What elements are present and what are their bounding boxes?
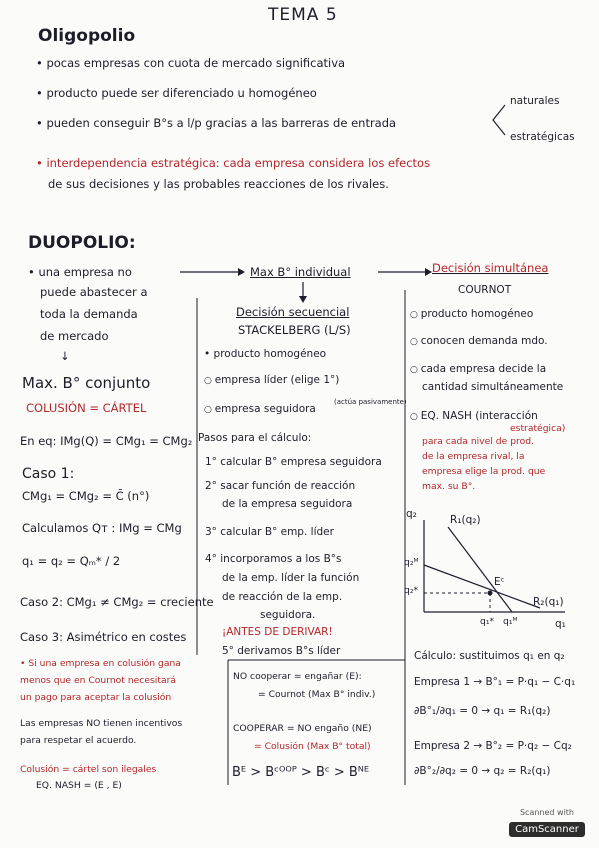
down-arrow: ↓ — [60, 349, 70, 363]
stackelberg-label: STACKELBERG (L/S) — [238, 323, 351, 337]
cournot-item-3-cont: cantidad simultáneamente — [422, 381, 564, 393]
max-individual: Max B° individual — [250, 265, 351, 279]
graph-y-label: q₂ — [406, 508, 417, 520]
cournot-item-4: EQ. NASH (interacción — [410, 410, 538, 422]
derivada1-line: ∂B°₁/∂q₁ = 0 → q₁ = R₁(q₂) — [414, 705, 551, 717]
stack-item-2: empresa líder (elige 1°) — [204, 374, 340, 386]
caso1-label: Caso 1: — [22, 466, 75, 482]
cournot-item-5: para cada nivel de prod. — [422, 436, 534, 447]
duopolio-intro-1: una empresa no — [28, 265, 131, 279]
empresa2-line: Empresa 2 → B°₂ = P·q₂ − Cq₂ — [414, 740, 572, 752]
q-equation: q₁ = q₂ = Qₘ* / 2 — [22, 554, 121, 568]
paso-4-cont-3: seguidora. — [260, 609, 316, 621]
no-cooperar-2: = Cournot (Max B° indiv.) — [258, 689, 376, 700]
cournot-item-1: producto homogéneo — [410, 308, 534, 320]
graph-q1star-label: q₁* — [480, 616, 495, 627]
graph-equilibrium-label: Eᶜ — [494, 576, 505, 588]
cournot-item-8: max. su B°. — [422, 481, 476, 492]
caso2-line: Caso 2: CMg₁ ≠ CMg₂ = creciente — [20, 595, 214, 609]
graph-q1m-label: q₁ᴹ — [503, 616, 518, 627]
cournot-item-2: conocen demanda mdo. — [410, 335, 548, 347]
paso-2: 2° sacar función de reacción — [205, 480, 356, 492]
derivada2-line: ∂B°₂/∂q₂ = 0 → q₂ = R₂(q₁) — [414, 765, 551, 777]
nota-nash: EQ. NASH = (E , E) — [36, 780, 122, 791]
duopolio-intro-2: puede abastecer a — [40, 285, 148, 299]
graph-q2m-label: q₂ᴹ — [404, 557, 419, 568]
oligopolio-bullet-1: pocas empresas con cuota de mercado sign… — [36, 56, 345, 70]
paso-4-cont-1: de la emp. líder la función — [222, 572, 360, 584]
barrera-estrategicas: estratégicas — [510, 131, 575, 143]
max-conjunto: Max. B° conjunto — [22, 374, 151, 392]
cooperar-2: = Colusión (Max B° total) — [254, 741, 371, 752]
oligopolio-bullet-3: pueden conseguir B°s a l/p gracias a las… — [36, 116, 396, 130]
decision-simultanea: Decisión simultánea — [432, 261, 549, 275]
cournot-label: COURNOT — [458, 284, 512, 296]
colusion-label: COLUSIÓN = CÁRTEL — [26, 401, 147, 415]
page-title: TEMA 5 — [268, 5, 338, 25]
profit-inequality: Bᴱ > Bᶜᴼᴼᴾ > Bᶜ > Bᴺᴱ — [232, 765, 370, 780]
no-cooperar: NO cooperar = engañar (E): — [233, 671, 362, 682]
stack-note: (actúa pasivamente) — [334, 398, 407, 406]
duopolio-intro-4: de mercado — [40, 329, 109, 343]
empresa1-line: Empresa 1 → B°₁ = P·q₁ − C·q₁ — [414, 676, 576, 688]
badge-line1: Scanned with — [519, 808, 575, 817]
caso3-line: Caso 3: Asimétrico en costes — [20, 630, 187, 644]
paso-4-cont-2: de reacción de la emp. — [222, 591, 343, 603]
paso-5: 5° derivamos B°s líder — [222, 645, 341, 657]
paso-3: 3° calcular B° emp. líder — [205, 526, 334, 538]
paso-1: 1° calcular B° empresa seguidora — [205, 456, 382, 468]
oligopolio-bullet-4-cont: de sus decisiones y las probables reacci… — [48, 177, 389, 191]
duopolio-intro-3: toda la demanda — [40, 307, 138, 321]
cournot-item-6: de la empresa rival, la — [422, 451, 525, 462]
graph-q2star-label: q₂* — [404, 585, 419, 596]
decision-secuencial: Decisión secuencial — [236, 305, 350, 319]
nota-colusion-3: un pago para aceptar la colusión — [20, 692, 172, 703]
cournot-item-3: cada empresa decide la — [410, 363, 546, 375]
stack-item-3: empresa seguidora — [204, 403, 316, 415]
graph-x-label: q₁ — [555, 618, 566, 630]
paso-4: 4° incorporamos a los B°s — [205, 553, 342, 565]
calculamos-line: Calculamos Qᴛ : IMg = CMg — [22, 521, 182, 535]
oligopolio-bullet-2: producto puede ser diferenciado u homogé… — [36, 86, 316, 100]
nota-colusion-1: • Si una empresa en colusión gana — [20, 658, 181, 669]
nota-incentivos-2: para respetar el acuerdo. — [20, 735, 137, 746]
graph-r2-label: R₂(q₁) — [533, 596, 564, 608]
graph-r1-label: R₁(q₂) — [450, 514, 481, 526]
cournot-item-4-cont: estratégica) — [510, 423, 566, 434]
camscanner-badge: Scanned with CamScanner — [503, 808, 591, 842]
nota-ilegales: Colusión = cártel son ilegales — [20, 764, 157, 775]
equilibrium-eq: En eq: IMg(Q) = CMg₁ = CMg₂ — [20, 434, 193, 448]
nota-incentivos-1: Las empresas NO tienen incentivos — [20, 718, 183, 729]
barrera-naturales: naturales — [510, 95, 560, 107]
paso-2-cont: de la empresa seguidora — [222, 498, 353, 510]
antes-de-derivar: ¡ANTES DE DERIVAR! — [222, 626, 333, 638]
cournot-item-7: empresa elige la prod. que — [422, 466, 546, 477]
nota-colusion-2: menos que en Cournot necesitará — [20, 675, 176, 686]
cooperar: COOPERAR = NO engaño (NE) — [233, 723, 372, 734]
duopolio-heading: DUOPOLIO: — [28, 233, 136, 253]
calculo-title: Cálculo: sustituimos q₁ en q₂ — [414, 650, 565, 662]
stack-item-1: producto homogéneo — [204, 348, 327, 360]
oligopolio-heading: Oligopolio — [38, 26, 136, 46]
pasos-title: Pasos para el cálculo: — [198, 432, 312, 444]
badge-line2: CamScanner — [509, 822, 585, 837]
caso1-equation: CMg₁ = CMg₂ = C̄ (n°) — [22, 489, 150, 503]
oligopolio-bullet-4: interdependencia estratégica: cada empre… — [36, 156, 430, 170]
